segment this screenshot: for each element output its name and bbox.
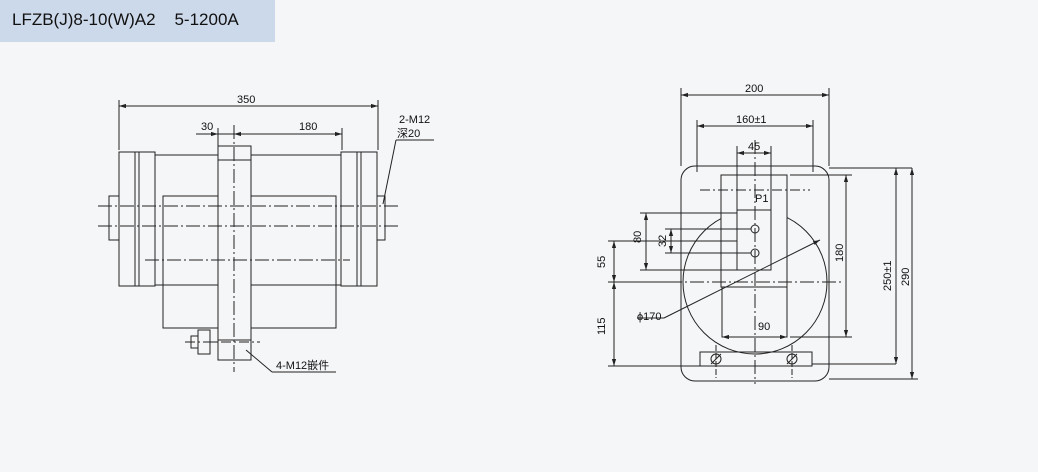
dim-90: 90 [758,321,770,333]
front-view-labels: 200 160±1 45 P1 90 ϕ170 80 32 55 115 180… [596,83,912,335]
dim-diameter-170: ϕ170 [637,311,662,323]
left-flange-inner [138,151,156,287]
front-view [608,88,918,384]
dim-180: 180 [299,121,317,133]
dim-115: 115 [596,317,608,335]
terminal-block [720,174,788,288]
left-flange-gap [134,151,140,287]
right-flange-outer [360,151,378,287]
title-bar: LFZB(J)8-10(W)A2 5-1200A [0,0,275,42]
dim-180-vertical: 180 [834,244,846,262]
dim-30: 30 [201,121,213,133]
dim-200: 200 [745,83,763,95]
note-2-m12: 2-M12 [399,114,430,126]
right-terminal [376,195,386,241]
dim-45: 45 [748,141,760,153]
base-plate [699,351,813,367]
note-depth-20: 深20 [397,127,420,140]
dim-55: 55 [596,256,608,268]
side-view-labels: 350 30 180 2-M12 深20 4-M12嵌件 [201,94,430,372]
terminal-plate [736,209,772,271]
dim-250: 250±1 [882,260,894,291]
side-view [98,100,434,373]
model-title: LFZB(J)8-10(W)A2 5-1200A [12,10,239,29]
dim-32: 32 [657,235,669,247]
dim-290: 290 [900,268,912,286]
dim-80: 80 [632,231,644,243]
note-4-m12-insert: 4-M12嵌件 [276,359,329,372]
left-flange-outer [118,151,136,287]
dim-350: 350 [237,94,255,106]
right-flange-gap [356,151,362,287]
dim-160: 160±1 [736,114,767,126]
label-p1: P1 [755,193,768,205]
right-flange-inner [340,151,358,287]
left-terminal [108,195,120,241]
